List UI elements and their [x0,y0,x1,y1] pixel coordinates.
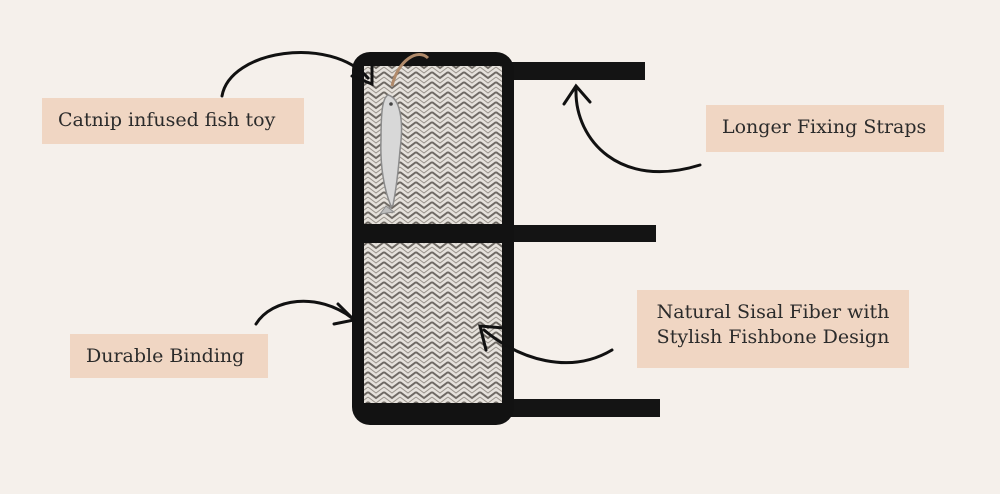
arrow-straps-icon [562,83,702,174]
sisal-panel-bottom [364,243,502,403]
arrow-binding-icon [254,299,358,326]
label-sisal-line1: Natural Sisal Fiber with [656,301,890,323]
label-fish-toy: Catnip infused fish toy [42,98,304,144]
arrow-sisal-icon [478,324,614,365]
center-binding-strip [352,226,514,241]
strap-top [490,62,645,80]
label-durable-binding-text: Durable Binding [86,345,245,367]
label-fixing-straps-text: Longer Fixing Straps [722,116,927,138]
label-fish-toy-text: Catnip infused fish toy [58,109,276,131]
strap-bottom [490,399,660,417]
label-durable-binding: Durable Binding [70,334,268,378]
arrow-fish-toy-icon [220,51,374,98]
fish-toy-icon [378,53,430,215]
label-sisal-line2: Stylish Fishbone Design [656,325,890,348]
strap-middle [490,225,656,242]
label-fixing-straps: Longer Fixing Straps [706,105,944,152]
label-sisal-fiber: Natural Sisal Fiber with Stylish Fishbon… [637,290,909,368]
